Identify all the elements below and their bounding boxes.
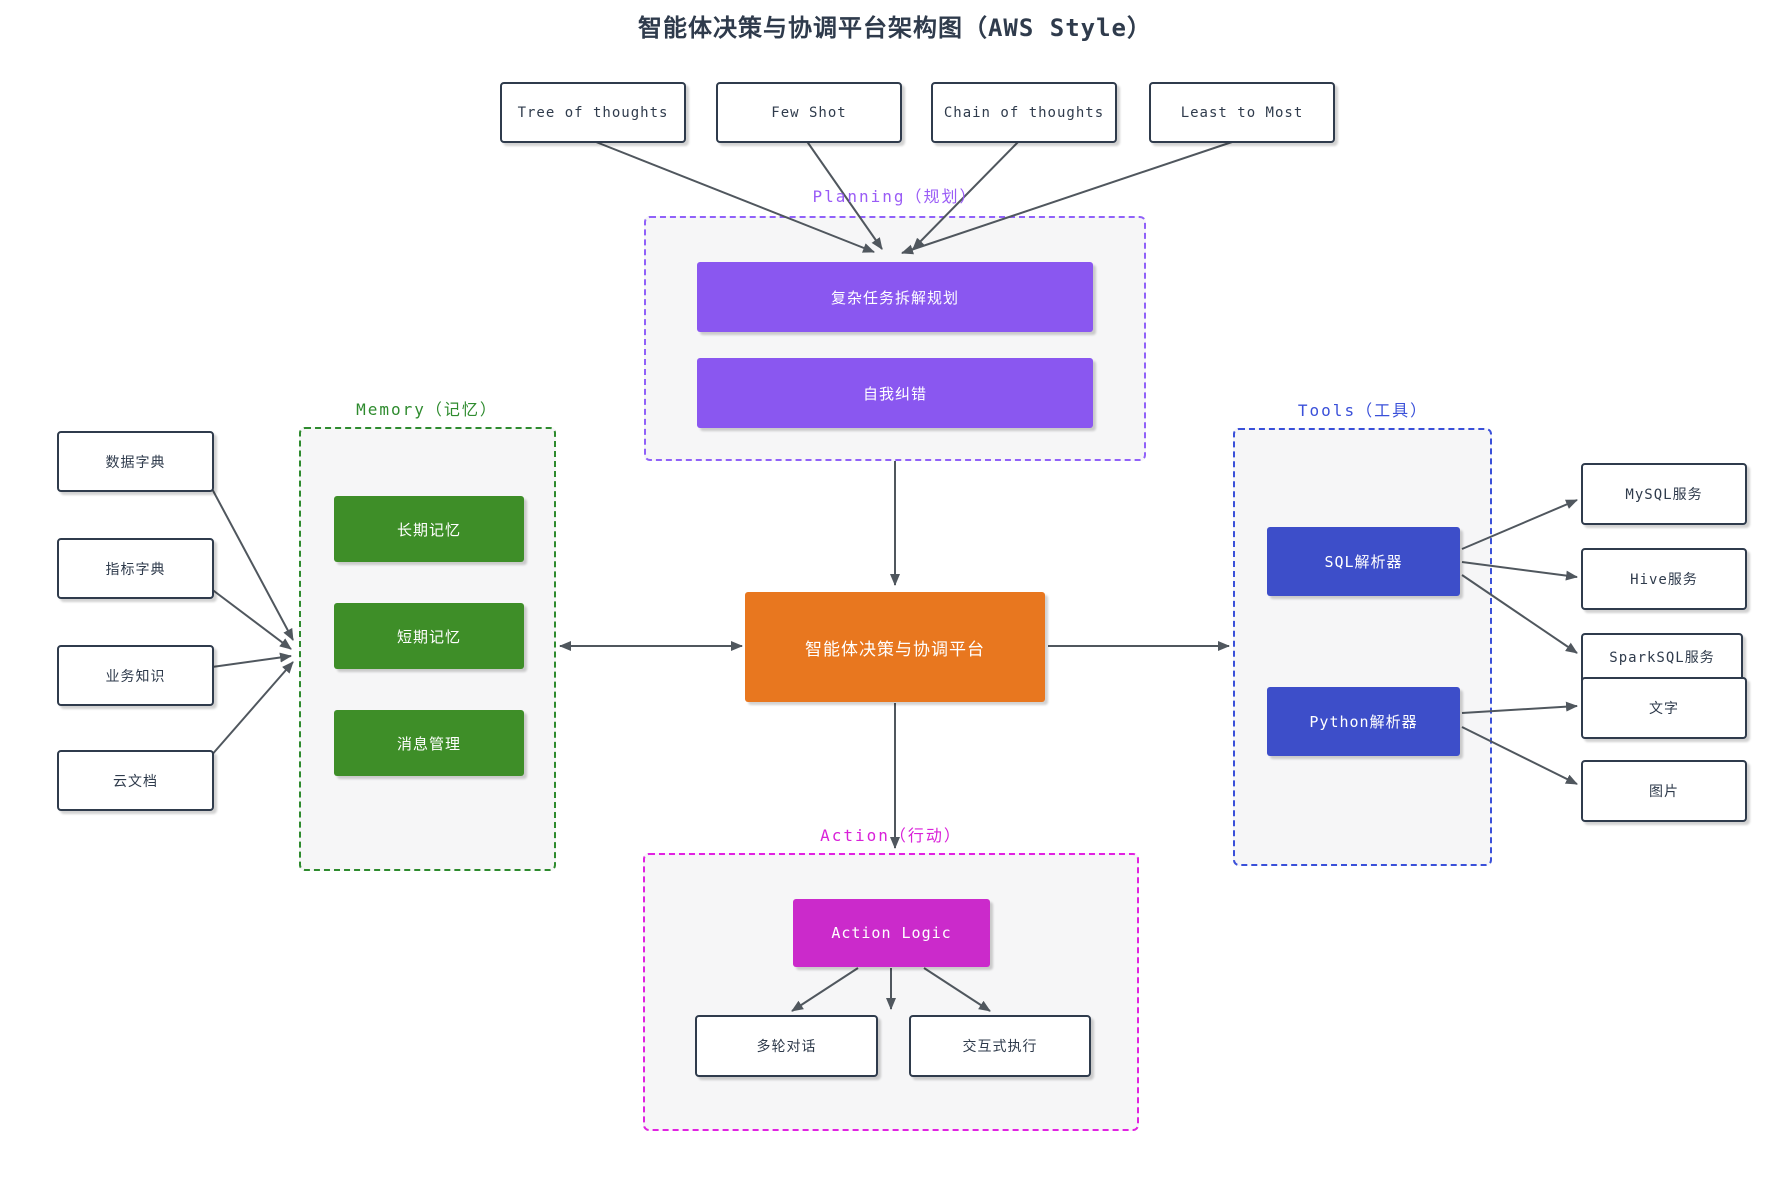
page-title: 智能体决策与协调平台架构图（AWS Style）	[637, 14, 1153, 42]
arrow-leasttomost-to-planning	[901, 139, 1239, 255]
node-long-term-memory: 长期记忆	[334, 496, 524, 562]
node-few-shot: Few Shot	[716, 82, 902, 143]
arrow-tree-to-planning	[590, 139, 875, 253]
node-text-output: 文字	[1581, 677, 1747, 739]
memory-section-label: Memory（记忆）	[356, 400, 498, 419]
node-image-output: 图片	[1581, 760, 1747, 822]
node-short-term-memory: 短期记忆	[334, 603, 524, 669]
arrow-sql-to-hive	[1461, 561, 1578, 581]
action-section-label: Action（行动）	[820, 826, 962, 845]
arrow-clouddoc-to-memory	[209, 661, 294, 758]
arrow-logic-to-multiturn	[791, 967, 859, 1012]
tools-section	[1233, 428, 1492, 866]
node-hive-service: Hive服务	[1581, 548, 1747, 610]
arrow-logic-to-interactive	[923, 967, 991, 1012]
tools-section-label: Tools（工具）	[1297, 401, 1429, 420]
arrow-datadict-to-memory	[209, 484, 294, 641]
node-metric-dictionary: 指标字典	[57, 538, 214, 599]
node-task-decompose: 复杂任务拆解规划	[697, 262, 1093, 332]
arrow-fewshot-to-planning	[805, 139, 883, 250]
arrow-business-to-memory	[211, 652, 292, 668]
arrow-python-to-text	[1461, 701, 1578, 714]
planning-section-label: Planning（规划）	[812, 187, 978, 206]
node-business-knowledge: 业务知识	[57, 645, 214, 706]
arrow-sql-to-sparksql	[1461, 574, 1578, 654]
node-action-logic: Action Logic	[793, 899, 990, 967]
node-interactive-execution: 交互式执行	[909, 1015, 1091, 1077]
node-message-management: 消息管理	[334, 710, 524, 776]
node-multi-turn-dialogue: 多轮对话	[695, 1015, 878, 1077]
node-data-dictionary: 数据字典	[57, 431, 214, 492]
arrow-chain-to-planning	[912, 139, 1021, 250]
node-python-parser: Python解析器	[1267, 687, 1460, 756]
arrow-python-to-image	[1461, 726, 1578, 785]
node-chain-of-thoughts: Chain of thoughts	[931, 82, 1117, 143]
node-cloud-document: 云文档	[57, 750, 214, 811]
node-self-correct: 自我纠错	[697, 358, 1093, 428]
node-tree-of-thoughts: Tree of thoughts	[500, 82, 686, 143]
arrow-sql-to-mysql	[1461, 499, 1578, 550]
arrow-metricdict-to-memory	[209, 587, 292, 650]
node-sql-parser: SQL解析器	[1267, 527, 1460, 596]
node-least-to-most: Least to Most	[1149, 82, 1335, 143]
node-core-platform: 智能体决策与协调平台	[745, 592, 1045, 702]
node-mysql-service: MySQL服务	[1581, 463, 1747, 525]
